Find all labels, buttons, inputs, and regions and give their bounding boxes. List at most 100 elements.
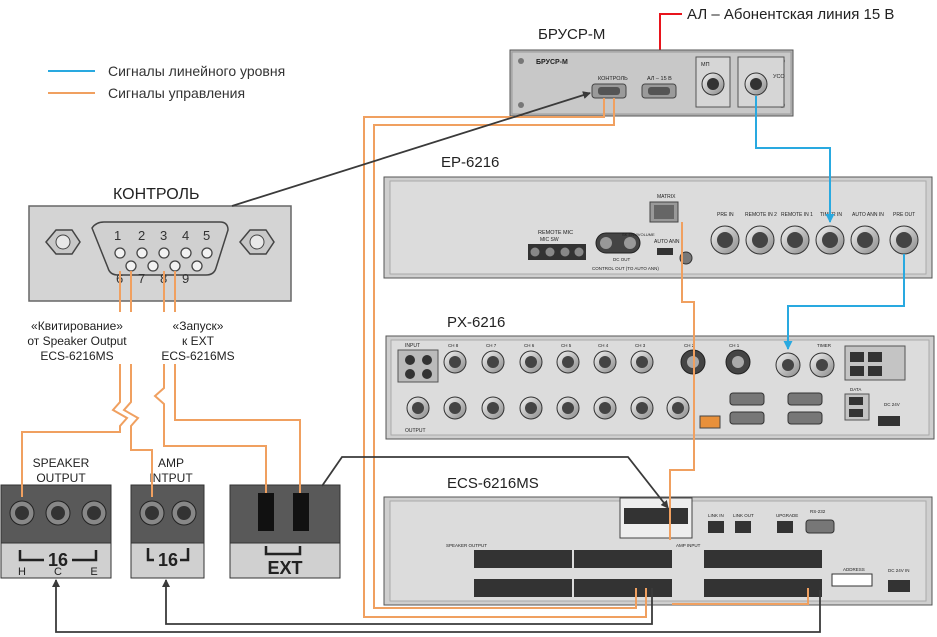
legend-control-label: Сигналы управления: [108, 85, 245, 101]
arrow-ecs-to-terminals: [52, 579, 821, 633]
px-orange-port: [699, 415, 721, 429]
ecs-address: ADDRESS: [843, 567, 865, 572]
pin-2: [136, 247, 148, 259]
start-note-line-3: ECS-6216MS: [161, 349, 234, 363]
pin-label-2: 2: [138, 228, 145, 243]
ep6216-title: EP-6216: [441, 154, 499, 171]
px-ch-label-3: CH 5: [561, 343, 572, 348]
px-ch-row: CH 8 CH 7 CH 6 CH 5 CH 4 CH 3 CH 2 CH 1: [443, 343, 751, 375]
control-wires: [21, 98, 809, 618]
arrow-connector-to-brusr: [231, 91, 591, 207]
ecs-amp-input: AMP INPUT: [676, 543, 701, 548]
px-out-row: [406, 396, 690, 420]
ep-sk-vol: SK ENV/VOLUME: [622, 232, 655, 237]
speaker-label-2: OUTPUT: [36, 471, 86, 485]
legend-line-level-label: Сигналы линейного уровня: [108, 63, 285, 79]
amp-input-terminal: AMP INTPUT 16: [130, 456, 205, 579]
amp-label-2: INTPUT: [149, 471, 193, 485]
px-ch-label-2: CH 6: [524, 343, 535, 348]
kvit-note-line-2: от Speaker Output: [27, 334, 127, 348]
ecs-link-out: LINK OUT: [733, 513, 754, 518]
ep-jack-label-1: REMOTE IN 2: [745, 212, 777, 218]
ep-jack-label-4: AUTO ANN IN: [852, 212, 884, 218]
pin-7: [147, 260, 159, 272]
speaker-num: 16: [48, 550, 68, 570]
brusr-panel-name: БРУСР-М: [536, 59, 568, 66]
amp-label-1: AMP: [158, 456, 184, 470]
wire-pre-out-to-px: [783, 254, 905, 350]
pin-5: [201, 247, 213, 259]
ep-remote-terminal: [528, 244, 586, 260]
al-line-label: АЛ – Абонентская линия 15 В: [687, 6, 894, 23]
brusr-unit: БРУСР-М КОНТРОЛЬ АЛ – 15 В МП УСО: [509, 49, 794, 117]
ecs-upgrade: UPGRADE: [776, 513, 798, 518]
speaker-pin-c: C: [54, 566, 62, 578]
ecs-title: ECS-6216MS: [447, 475, 539, 492]
px6216-title: PX-6216: [447, 314, 505, 331]
brusr-al-label: АЛ – 15 В: [647, 76, 672, 82]
kvit-note-line-3: ECS-6216MS: [40, 349, 113, 363]
start-note: «Запуск» к EXT ECS-6216MS: [161, 319, 234, 363]
px-ch-label-0: CH 8: [448, 343, 459, 348]
brusr-title: БРУСР-М: [538, 26, 605, 43]
left-nut: [45, 229, 81, 255]
brusr-uso-label: УСО: [773, 74, 785, 80]
ep-auto-ann-switch: [657, 248, 673, 255]
ext-label: EXT: [267, 558, 302, 578]
wire-pin8-start-down: [153, 364, 267, 493]
pin-label-4: 4: [182, 228, 189, 243]
wire-uso-to-timer-in: [755, 96, 835, 223]
pin-4: [180, 247, 192, 259]
ep-mic-sw: MIC SW: [540, 237, 559, 243]
pin-label-9: 9: [182, 271, 189, 286]
ep-jack-label-3: TIMER IN: [820, 212, 842, 218]
arrow-ecs-to-amp: [162, 579, 653, 625]
db9-connector: 1 2 3 4 5 6 7 8 9: [28, 205, 292, 302]
pin-8: [169, 260, 181, 272]
speaker-pin-e: E: [90, 566, 97, 578]
ecs-speaker-output: SPEAKER OUTPUT: [446, 543, 487, 548]
pin-label-5: 5: [203, 228, 210, 243]
brusr-mi-label: МП: [701, 62, 710, 68]
ecs-dc: DC 24V IN: [888, 568, 910, 573]
speaker-pin-h: H: [18, 566, 26, 578]
px-ch-label-4: CH 4: [598, 343, 609, 348]
pin-label-7: 7: [138, 271, 145, 286]
px-dc: DC 24V: [884, 402, 900, 407]
kvit-note: «Квитирование» от Speaker Output ECS-621…: [27, 319, 127, 363]
pin-label-3: 3: [160, 228, 167, 243]
ep-matrix: MATRIX: [657, 194, 676, 200]
px-data: DATA: [850, 387, 861, 392]
ep-control-out: CONTROL OUT (TO AUTO ANN): [592, 266, 659, 271]
px-timer: TIMER: [817, 343, 832, 348]
ep-auto-ann: AUTO ANN: [654, 239, 680, 245]
right-nut: [239, 229, 275, 255]
legend: Сигналы линейного уровня Сигналы управле…: [48, 63, 285, 101]
ecs-rs232: RS-232: [810, 509, 826, 514]
dark-arrows: [52, 91, 821, 633]
ep-remote-mic: REMOTE MIC: [538, 230, 573, 236]
px-input: INPUT: [405, 343, 420, 349]
wire-brusr-to-ecs-1: [363, 98, 647, 618]
pin-9: [191, 260, 203, 272]
wire-kvit-right: [122, 364, 153, 497]
wire-brusr-to-ecs-2: [373, 98, 637, 609]
ecs-unit: SPEAKER OUTPUT AMP INPUT LINK IN LINK OU…: [383, 496, 933, 606]
px-ch-label-5: CH 3: [635, 343, 646, 348]
wire-pin6-kvit-down: [21, 364, 129, 497]
ep-dc-out: DC OUT: [613, 257, 630, 262]
px-output: OUTPUT: [405, 428, 426, 434]
amp-num: 16: [158, 550, 178, 570]
ep-jack-label-0: PRE IN: [717, 212, 734, 218]
speaker-output-terminal: SPEAKER OUTPUT 16 H C E: [0, 456, 112, 579]
px-ch-label-6: CH 2: [684, 343, 695, 348]
pin-6: [125, 260, 137, 272]
pin-1: [114, 247, 126, 259]
px-ch-label-1: CH 7: [486, 343, 497, 348]
wire-pin9-start-down: [174, 364, 301, 493]
ep6216-unit: REMOTE MIC MIC SW DC OUT CONTROL OUT (TO…: [383, 176, 933, 279]
wire-ep-matrix-down: [669, 222, 695, 540]
connector-title: КОНТРОЛЬ: [113, 186, 200, 203]
pin-label-1: 1: [114, 228, 121, 243]
